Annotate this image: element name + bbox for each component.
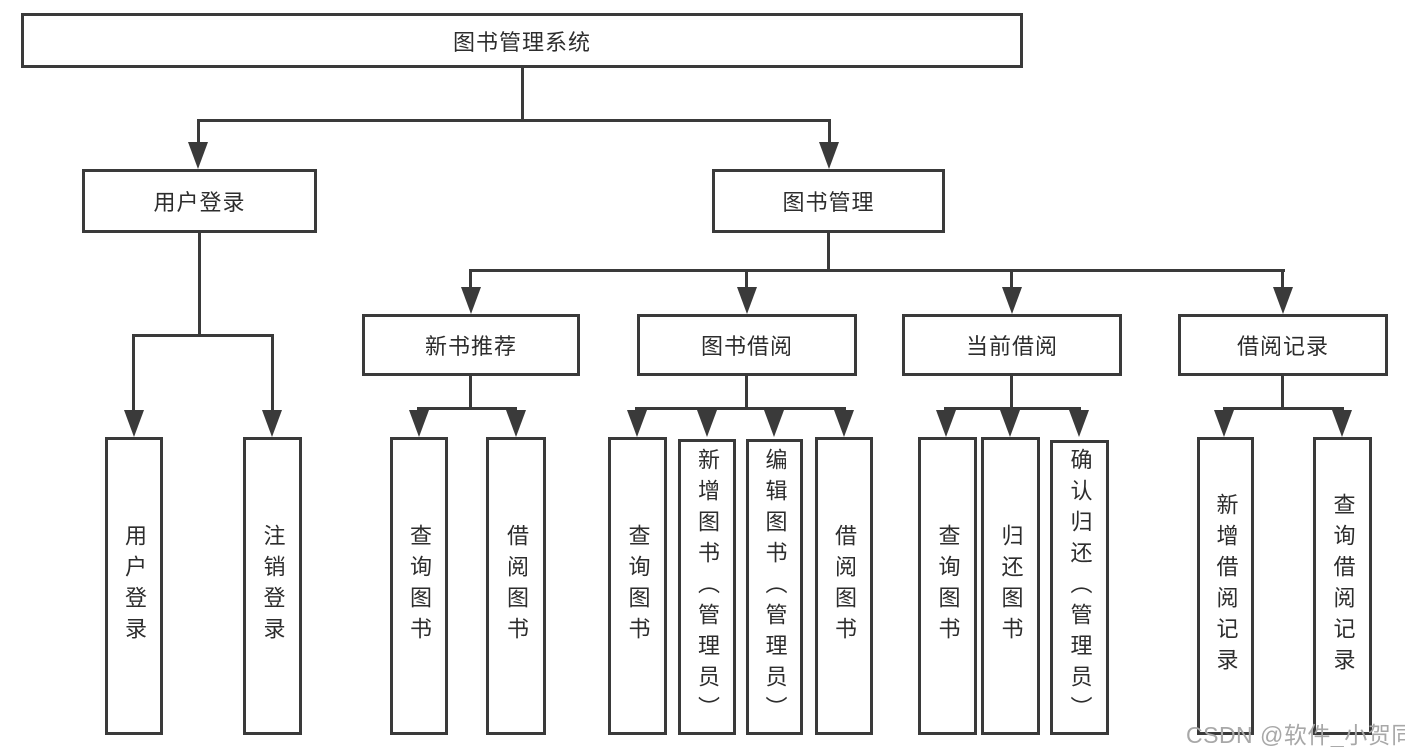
- connector-new-book-recommend-stem: [469, 374, 472, 410]
- leaf-cb-confirm-return-admin: 确认归还（管理员）: [1050, 440, 1109, 735]
- connector-book-management-horizontal: [469, 269, 1285, 272]
- arrowhead-leaf-cb-query: [936, 410, 956, 437]
- arrowhead-borrowing-records: [1273, 287, 1293, 314]
- arrowhead-leaf-user-login: [124, 410, 144, 437]
- connector-new-book-recommend-horizontal: [417, 407, 517, 410]
- arrowhead-new-book-recommend: [461, 287, 481, 314]
- connector-to-leaf-logout: [271, 334, 274, 414]
- connector-current-borrowing-stem: [1010, 374, 1013, 410]
- leaf-br-add-record: 新增借阅记录: [1197, 437, 1254, 735]
- node-book-borrowing: 图书借阅: [637, 314, 857, 376]
- arrowhead-leaf-br-query: [1332, 410, 1352, 437]
- leaf-user-login: 用户登录: [105, 437, 163, 735]
- arrowhead-book-borrowing: [737, 287, 757, 314]
- connector-to-leaf-user-login: [132, 334, 135, 414]
- arrowhead-book-management: [819, 142, 839, 169]
- node-borrowing-records: 借阅记录: [1178, 314, 1388, 376]
- connector-book-management-stem: [827, 231, 830, 272]
- arrowhead-leaf-bb-add: [697, 410, 717, 437]
- node-library-management-system: 图书管理系统: [21, 13, 1023, 68]
- arrowhead-leaf-bb-borrow: [834, 410, 854, 437]
- connector-user-login-horizontal: [132, 334, 274, 337]
- node-current-borrowing: 当前借阅: [902, 314, 1122, 376]
- leaf-cb-query-books: 查询图书: [918, 437, 977, 735]
- arrowhead-current-borrowing: [1002, 287, 1022, 314]
- leaf-nbr-query-books: 查询图书: [390, 437, 448, 735]
- leaf-bb-edit-books-admin: 编辑图书（管理员）: [746, 439, 803, 735]
- connector-to-borrowing-records: [1281, 269, 1284, 291]
- leaf-bb-borrow-books: 借阅图书: [815, 437, 873, 735]
- connector-book-borrowing-stem: [745, 374, 748, 410]
- arrowhead-leaf-nbr-query: [409, 410, 429, 437]
- leaf-bb-query-books: 查询图书: [608, 437, 667, 735]
- arrowhead-leaf-bb-edit: [764, 410, 784, 437]
- leaf-bb-add-books-admin: 新增图书（管理员）: [678, 439, 736, 735]
- node-new-book-recommend: 新书推荐: [362, 314, 580, 376]
- connector-borrowing-records-stem: [1281, 374, 1284, 410]
- arrowhead-leaf-cb-return: [1000, 410, 1020, 437]
- arrowhead-user-login: [188, 142, 208, 169]
- leaf-cb-return-books: 归还图书: [981, 437, 1040, 735]
- connector-current-borrowing-horizontal: [944, 407, 1081, 410]
- connector-to-book-borrowing: [745, 269, 748, 291]
- connector-root-horizontal: [197, 119, 831, 122]
- watermark: CSDN @软件_小贺同学: [1186, 722, 1405, 747]
- node-user-login: 用户登录: [82, 169, 317, 233]
- connector-to-new-book-recommend: [469, 269, 472, 291]
- connector-to-current-borrowing: [1010, 269, 1013, 291]
- connector-to-book-management: [828, 119, 831, 147]
- leaf-nbr-borrow-books: 借阅图书: [486, 437, 546, 735]
- connector-to-user-login: [197, 119, 200, 147]
- leaf-logout: 注销登录: [243, 437, 302, 735]
- leaf-br-query-record: 查询借阅记录: [1313, 437, 1372, 735]
- arrowhead-leaf-logout: [262, 410, 282, 437]
- arrowhead-leaf-cb-confirm: [1069, 410, 1089, 437]
- arrowhead-leaf-br-add: [1214, 410, 1234, 437]
- connector-user-login-stem: [198, 231, 201, 336]
- connector-book-borrowing-horizontal: [635, 407, 846, 410]
- connector-borrowing-records-horizontal: [1223, 407, 1344, 410]
- arrowhead-leaf-nbr-borrow: [506, 410, 526, 437]
- connector-root-stem: [521, 66, 524, 121]
- arrowhead-leaf-bb-query: [627, 410, 647, 437]
- node-book-management: 图书管理: [712, 169, 945, 233]
